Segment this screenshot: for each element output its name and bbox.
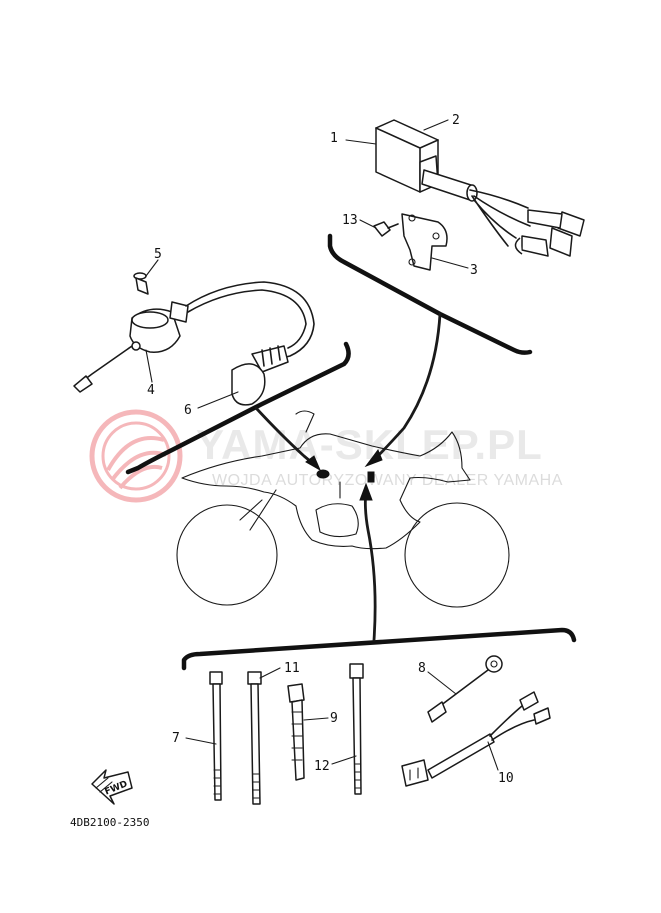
callout-8: 8: [418, 661, 426, 676]
watermark: YAMA-SKLEP.PL WOJDA AUTORYZOWANY DEALER …: [89, 409, 563, 503]
rear-wheel: [404, 502, 510, 608]
callout-10: 10: [498, 771, 514, 786]
fork-line: [239, 489, 277, 531]
frame-outline: [181, 431, 471, 550]
handlebar: [295, 410, 315, 433]
upper-bracket: [327, 233, 533, 483]
callout-13: 13: [342, 213, 358, 228]
front-wheel: [176, 504, 278, 606]
leader-lines: [145, 119, 499, 771]
middle-bracket: [125, 341, 351, 479]
sub-harness-10: [401, 691, 551, 787]
callout-4: 4: [147, 383, 155, 398]
callout-7: 7: [172, 731, 180, 746]
harness-connector-b: [549, 227, 573, 257]
callout-1: 1: [330, 131, 338, 146]
cable-tie-7: [209, 671, 223, 801]
motorcycle-outline: [176, 410, 510, 608]
bolt-13: [373, 221, 399, 237]
ignition-coil: [73, 281, 315, 393]
callout-5: 5: [154, 247, 162, 262]
cdi-bracket: [401, 213, 448, 271]
callout-11: 11: [284, 661, 300, 676]
cable-tie-11: [247, 671, 262, 805]
watermark-title: YAMA-SKLEP.PL: [196, 421, 543, 468]
engine-outline: [315, 503, 359, 538]
lower-bracket: [181, 482, 577, 671]
watermark-logo: [89, 409, 183, 503]
clamp-strap-9: [287, 683, 305, 781]
screw-5: [133, 272, 149, 295]
callout-9: 9: [330, 711, 338, 726]
callout-3: 3: [470, 263, 478, 278]
part-code: 4DB2100-2350: [70, 816, 149, 829]
callout-12: 12: [314, 759, 330, 774]
callout-6: 6: [184, 403, 192, 418]
ground-wire-8: [427, 655, 503, 723]
spark-plug-cap: [231, 345, 289, 406]
callout-labels: 1 2 3 4 5 6 7 8 9 10 11 12 13: [147, 113, 514, 786]
watermark-subtitle: WOJDA AUTORYZOWANY DEALER YAMAHA: [212, 472, 563, 489]
callout-2: 2: [452, 113, 460, 128]
forward-arrow-icon: FWD: [91, 769, 133, 805]
cable-tie-12: [349, 663, 364, 795]
cdi-unit: [375, 119, 585, 257]
